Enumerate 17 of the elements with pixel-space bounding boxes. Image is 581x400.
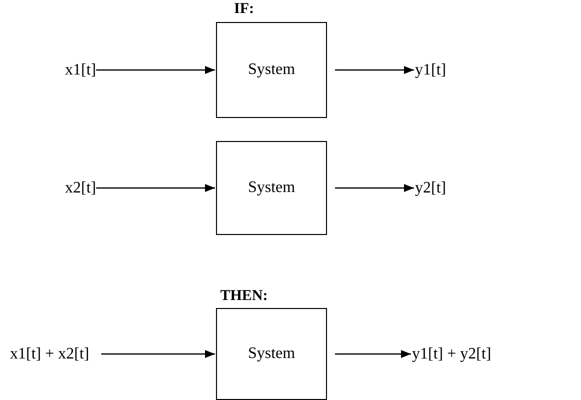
output-signal-label: y1[t]	[415, 60, 446, 80]
input-signal-label: x2[t]	[65, 178, 96, 198]
system-block: System	[216, 141, 327, 235]
arrow	[335, 184, 414, 192]
output-signal-label: y2[t]	[415, 178, 446, 198]
system-block: System	[216, 308, 327, 400]
condition-heading: THEN:	[220, 288, 268, 305]
output-signal-label: y1[t] + y2[t]	[412, 344, 492, 364]
system-block: System	[216, 22, 327, 118]
input-signal-label: x1[t] + x2[t]	[10, 344, 90, 364]
arrow	[96, 66, 215, 74]
arrow	[101, 350, 215, 358]
arrow	[335, 350, 411, 358]
arrow	[335, 66, 414, 74]
input-signal-label: x1[t]	[65, 60, 96, 80]
condition-heading: IF:	[234, 1, 254, 18]
arrow	[96, 184, 215, 192]
